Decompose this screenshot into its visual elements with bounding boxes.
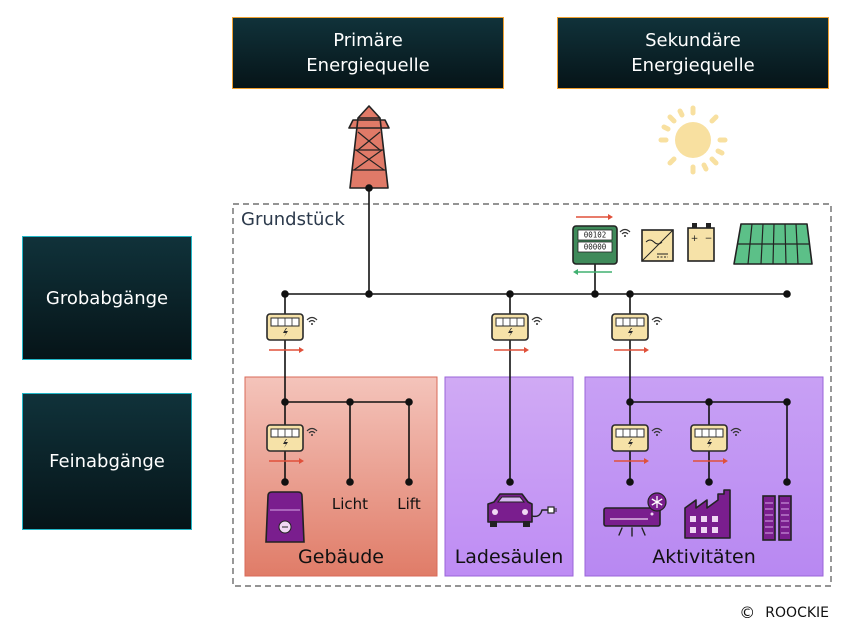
coarse-outlets-label: Grobabgänge xyxy=(45,287,169,309)
secondary-source-box: Sekundäre Energiequelle xyxy=(557,17,829,89)
secondary-source-label: Sekundäre Energiequelle xyxy=(631,30,755,76)
smart-meter-digits-top: 00102 xyxy=(584,231,607,240)
electricity-meter-icon xyxy=(611,313,663,354)
fine-outlets-box: Feinabgänge xyxy=(22,393,192,530)
activities-zone xyxy=(584,376,824,577)
svg-text:−: − xyxy=(705,234,713,244)
fine-outlets-label: Feinabgänge xyxy=(49,451,165,472)
transmission-tower-icon xyxy=(348,105,390,189)
svg-text:+: + xyxy=(691,234,699,244)
factory-icon xyxy=(684,489,731,539)
coarse-outlets-box: Grobabgänge xyxy=(22,236,192,360)
copyright: © ROOCKIE xyxy=(739,603,829,622)
air-conditioner-icon xyxy=(603,492,667,537)
inverter-icon xyxy=(641,229,674,262)
building-zone-label: Gebäude xyxy=(298,546,384,568)
electricity-meter-icon xyxy=(266,313,318,354)
activities-zone-label: Aktivitäten xyxy=(652,546,756,568)
smart-meter-digits-bottom: 00000 xyxy=(584,243,607,252)
copyright-text: ROOCKIE xyxy=(765,604,829,621)
electric-car-icon xyxy=(487,493,557,527)
building-zone xyxy=(244,376,438,577)
electricity-meter-icon xyxy=(491,313,543,354)
primary-source-box: Primäre Energiequelle xyxy=(232,17,504,89)
solar-panel-icon xyxy=(733,223,813,265)
heat-pump-icon xyxy=(265,491,305,543)
battery-icon: + − xyxy=(687,223,715,262)
load-label-light: Licht xyxy=(331,495,369,513)
site-label: Grundstück xyxy=(241,209,345,230)
charging-zone xyxy=(444,376,574,577)
copyright-symbol: © xyxy=(739,603,756,622)
junction-dots xyxy=(281,184,791,486)
smart-meter-icon xyxy=(572,214,631,275)
sun-icon xyxy=(658,105,728,175)
server-rack-icon xyxy=(762,495,792,541)
charging-zone-label: Ladesäulen xyxy=(454,546,564,568)
primary-source-label: Primäre Energiequelle xyxy=(306,30,430,76)
load-label-lift: Lift xyxy=(397,495,421,513)
